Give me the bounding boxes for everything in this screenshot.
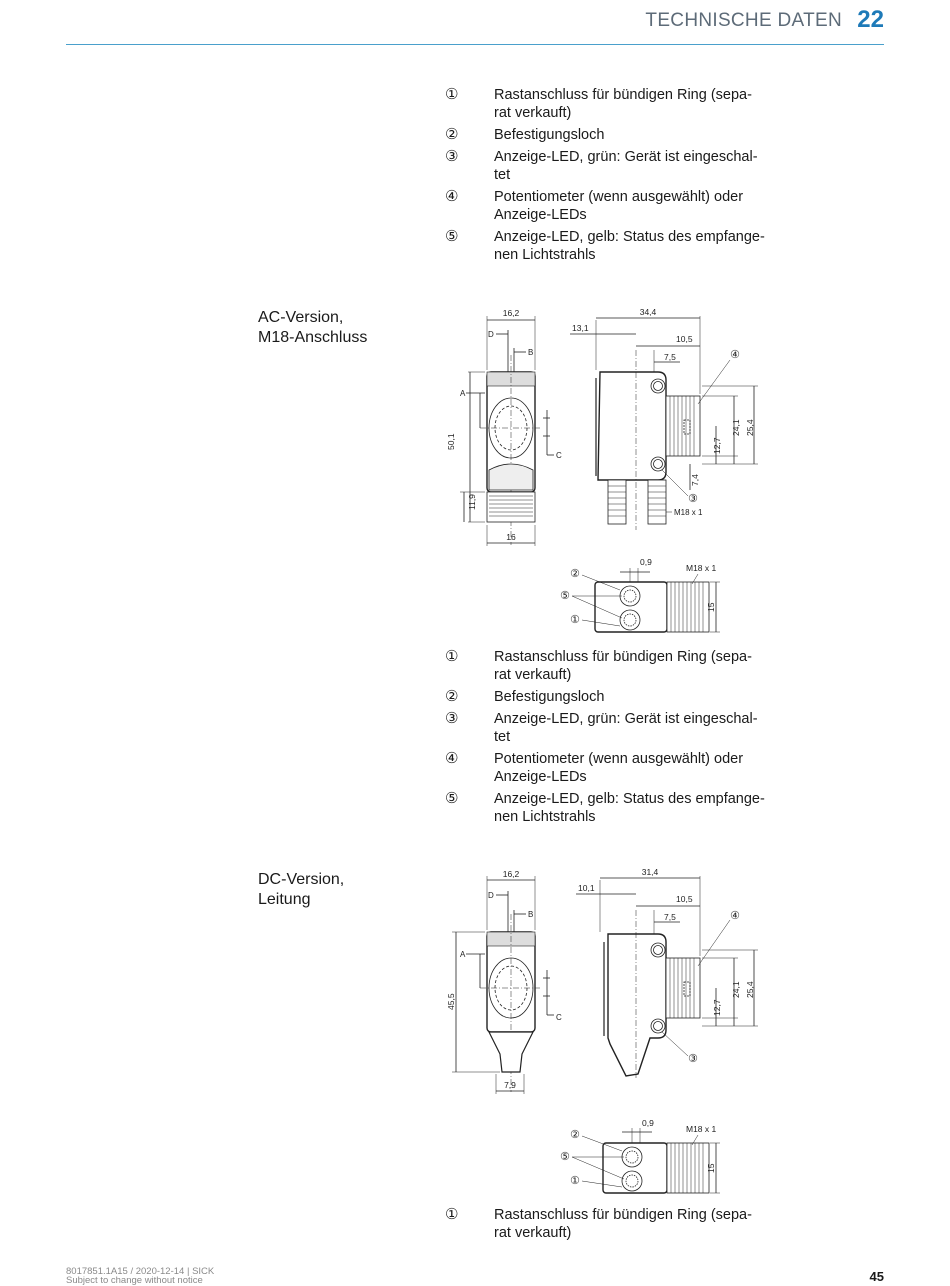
dim-side-offset: 10,1: [578, 883, 595, 893]
dim-b: B: [528, 910, 533, 919]
callout-2: ②: [570, 568, 580, 580]
callout-4: ④: [730, 910, 740, 922]
front-view: 16,2 D B 50,1 A C 11,9 16: [446, 308, 562, 546]
callout-3: ③: [688, 1053, 698, 1065]
dim-width-top: 16,2: [503, 869, 520, 879]
footer-page-number: 45: [869, 1269, 884, 1284]
header-title: TECHNISCHE DATEN: [645, 10, 842, 31]
dim-side-d2: 7,5: [664, 352, 676, 362]
dim-side-offset: 13,1: [572, 323, 589, 333]
legend-text: Rastanschluss für bündigen Ring (sepa- r…: [494, 1207, 752, 1241]
callout-3: ③: [688, 493, 698, 505]
dim-side-total: 34,4: [640, 307, 657, 317]
legend-text: Rastanschluss für bündigen Ring (sepa- r…: [494, 649, 752, 683]
footer-doc-ref: 8017851.1A15 / 2020-12-14 | SICK: [66, 1266, 215, 1277]
dim-width-top: 16,2: [503, 308, 520, 318]
dim-side-h1: 24,1: [731, 419, 741, 436]
legend-text: Potentiometer (wenn ausgewählt) oder Anz…: [494, 751, 744, 785]
dim-side-total: 31,4: [642, 867, 659, 877]
dim-height: 45,5: [446, 993, 456, 1010]
dim-height: 50,1: [446, 433, 456, 450]
dim-side-h3: 12,7: [712, 437, 722, 454]
dim-bottom-height: 15: [706, 602, 716, 612]
legend-text: Rastanschluss für bündigen Ring (sepa- r…: [494, 87, 752, 121]
bottom-view: 0,9 M18 x 1 15 ② ⑤ ①: [560, 557, 720, 633]
side-view: 34,4 13,1 10,5 7,5 24,1 25,4 12,7 7,4 ④ …: [570, 307, 758, 530]
callout-2: ②: [570, 1129, 580, 1141]
callout-1: ①: [570, 1175, 580, 1187]
header-chapter-number: 22: [857, 6, 884, 33]
dim-d: D: [488, 330, 494, 339]
dim-c: C: [556, 1013, 562, 1022]
dim-side-h1: 24,1: [731, 981, 741, 998]
section-label-ac: AC-Version, M18-Anschluss: [258, 309, 368, 346]
dimension-drawing-dc: 16,2 D B 45,5 A C 7,9 31,4 10,1: [446, 867, 758, 1194]
dim-side-d2: 7,5: [664, 912, 676, 922]
dimension-drawing-ac: 16,2 D B 50,1 A C 11,9 16: [446, 307, 758, 633]
header-rule: [66, 44, 884, 45]
dim-a: A: [460, 389, 466, 398]
thread-label: M18 x 1: [674, 508, 703, 517]
dim-thread-length: 11,9: [467, 494, 477, 510]
dim-bottom-height: 15: [706, 1163, 716, 1173]
dim-b: B: [528, 348, 533, 357]
dim-bottom-gap: 0,9: [642, 1118, 654, 1128]
dim-width-bottom: 16: [506, 532, 516, 542]
dim-side-h2: 25,4: [745, 419, 755, 436]
bottom-thread-label: M18 x 1: [686, 1124, 717, 1134]
dim-side-d1: 10,5: [676, 334, 693, 344]
legend-text: Befestigungsloch: [494, 127, 605, 143]
dim-side-h3: 12,7: [712, 999, 722, 1016]
dim-c: C: [556, 451, 562, 460]
front-view: 16,2 D B 45,5 A C 7,9: [446, 869, 562, 1094]
legend-text: Anzeige-LED, gelb: Status des empfange- …: [494, 791, 765, 825]
bottom-view: 0,9 M18 x 1 15 ② ⑤ ①: [560, 1118, 720, 1194]
section-label-dc: DC-Version, Leitung: [258, 871, 345, 908]
dim-a: A: [460, 950, 466, 959]
callout-1: ①: [570, 614, 580, 626]
legend-text: Befestigungsloch: [494, 689, 605, 705]
dim-d: D: [488, 891, 494, 900]
callout-5: ⑤: [560, 590, 570, 602]
footer-doc-info: 8017851.1A15 / 2020-12-14 | SICK Subject…: [66, 1266, 215, 1286]
callout-5: ⑤: [560, 1151, 570, 1163]
dim-side-h2: 25,4: [745, 981, 755, 998]
dim-side-h4: 7,4: [690, 474, 700, 486]
footer-notice: Subject to change without notice: [66, 1275, 203, 1286]
callout-4: ④: [730, 349, 740, 361]
bottom-thread-label: M18 x 1: [686, 563, 717, 573]
legend-text: Anzeige-LED, gelb: Status des empfange- …: [494, 229, 765, 263]
side-view: 31,4 10,1 10,5 7,5 24,1 25,4 12,7 ④ ③: [576, 867, 758, 1078]
legend-text: Potentiometer (wenn ausgewählt) oder Anz…: [494, 189, 744, 223]
legend-text: Anzeige-LED, grün: Gerät ist eingeschal-…: [494, 149, 758, 183]
legend-text: Anzeige-LED, grün: Gerät ist eingeschal-…: [494, 711, 758, 745]
dim-width-bottom: 7,9: [504, 1080, 516, 1090]
dim-bottom-gap: 0,9: [640, 557, 652, 567]
dim-side-d1: 10,5: [676, 894, 693, 904]
